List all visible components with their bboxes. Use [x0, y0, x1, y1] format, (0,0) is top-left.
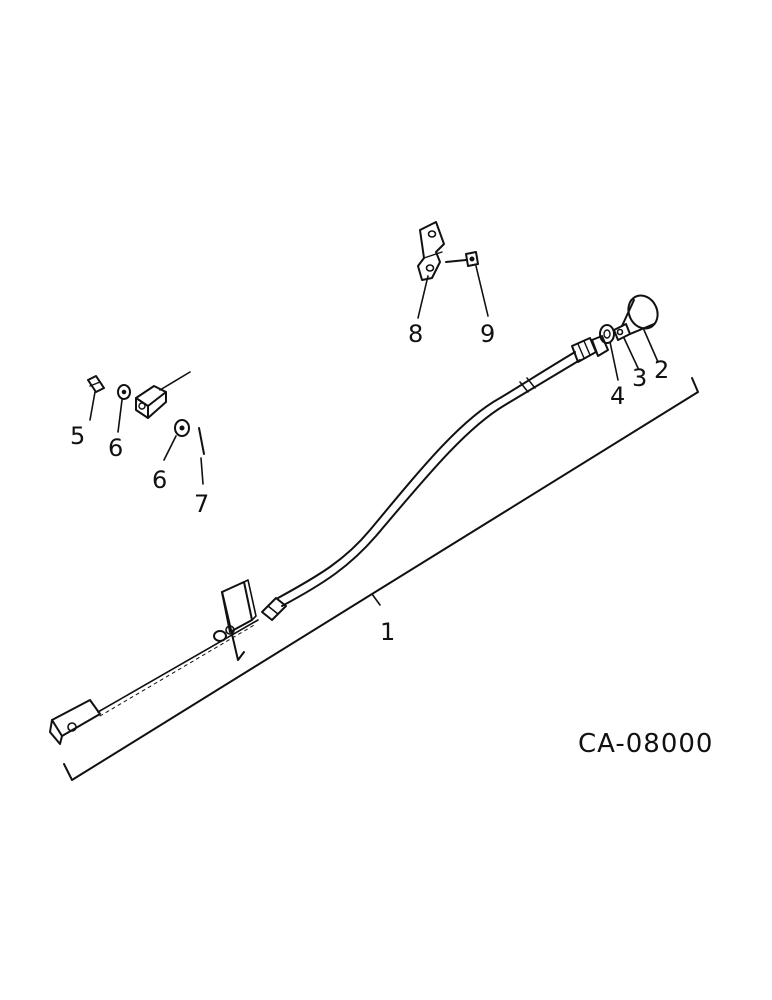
control-cable — [49, 351, 581, 745]
callout-labels: 1 2 3 4 5 6 6 7 8 9 — [70, 320, 669, 646]
pivot-hardware-group — [87, 371, 205, 455]
callout-7: 7 — [194, 490, 209, 518]
callout-6-upper: 6 — [108, 434, 123, 462]
callout-4: 4 — [610, 382, 625, 410]
callout-2: 2 — [654, 356, 669, 384]
assembly-bracket — [63, 377, 699, 781]
callout-8: 8 — [408, 320, 423, 348]
callout-6-lower: 6 — [152, 466, 167, 494]
leader-lines — [89, 265, 659, 485]
cable-clamp-group — [417, 221, 479, 281]
callout-3: 3 — [632, 364, 647, 392]
callout-1: 1 — [380, 618, 395, 646]
knob-assembly — [571, 294, 659, 363]
mounting-bracket-plate — [221, 579, 257, 661]
callout-5: 5 — [70, 422, 85, 450]
figure-code: CA-08000 — [578, 729, 713, 759]
callout-9: 9 — [480, 320, 495, 348]
